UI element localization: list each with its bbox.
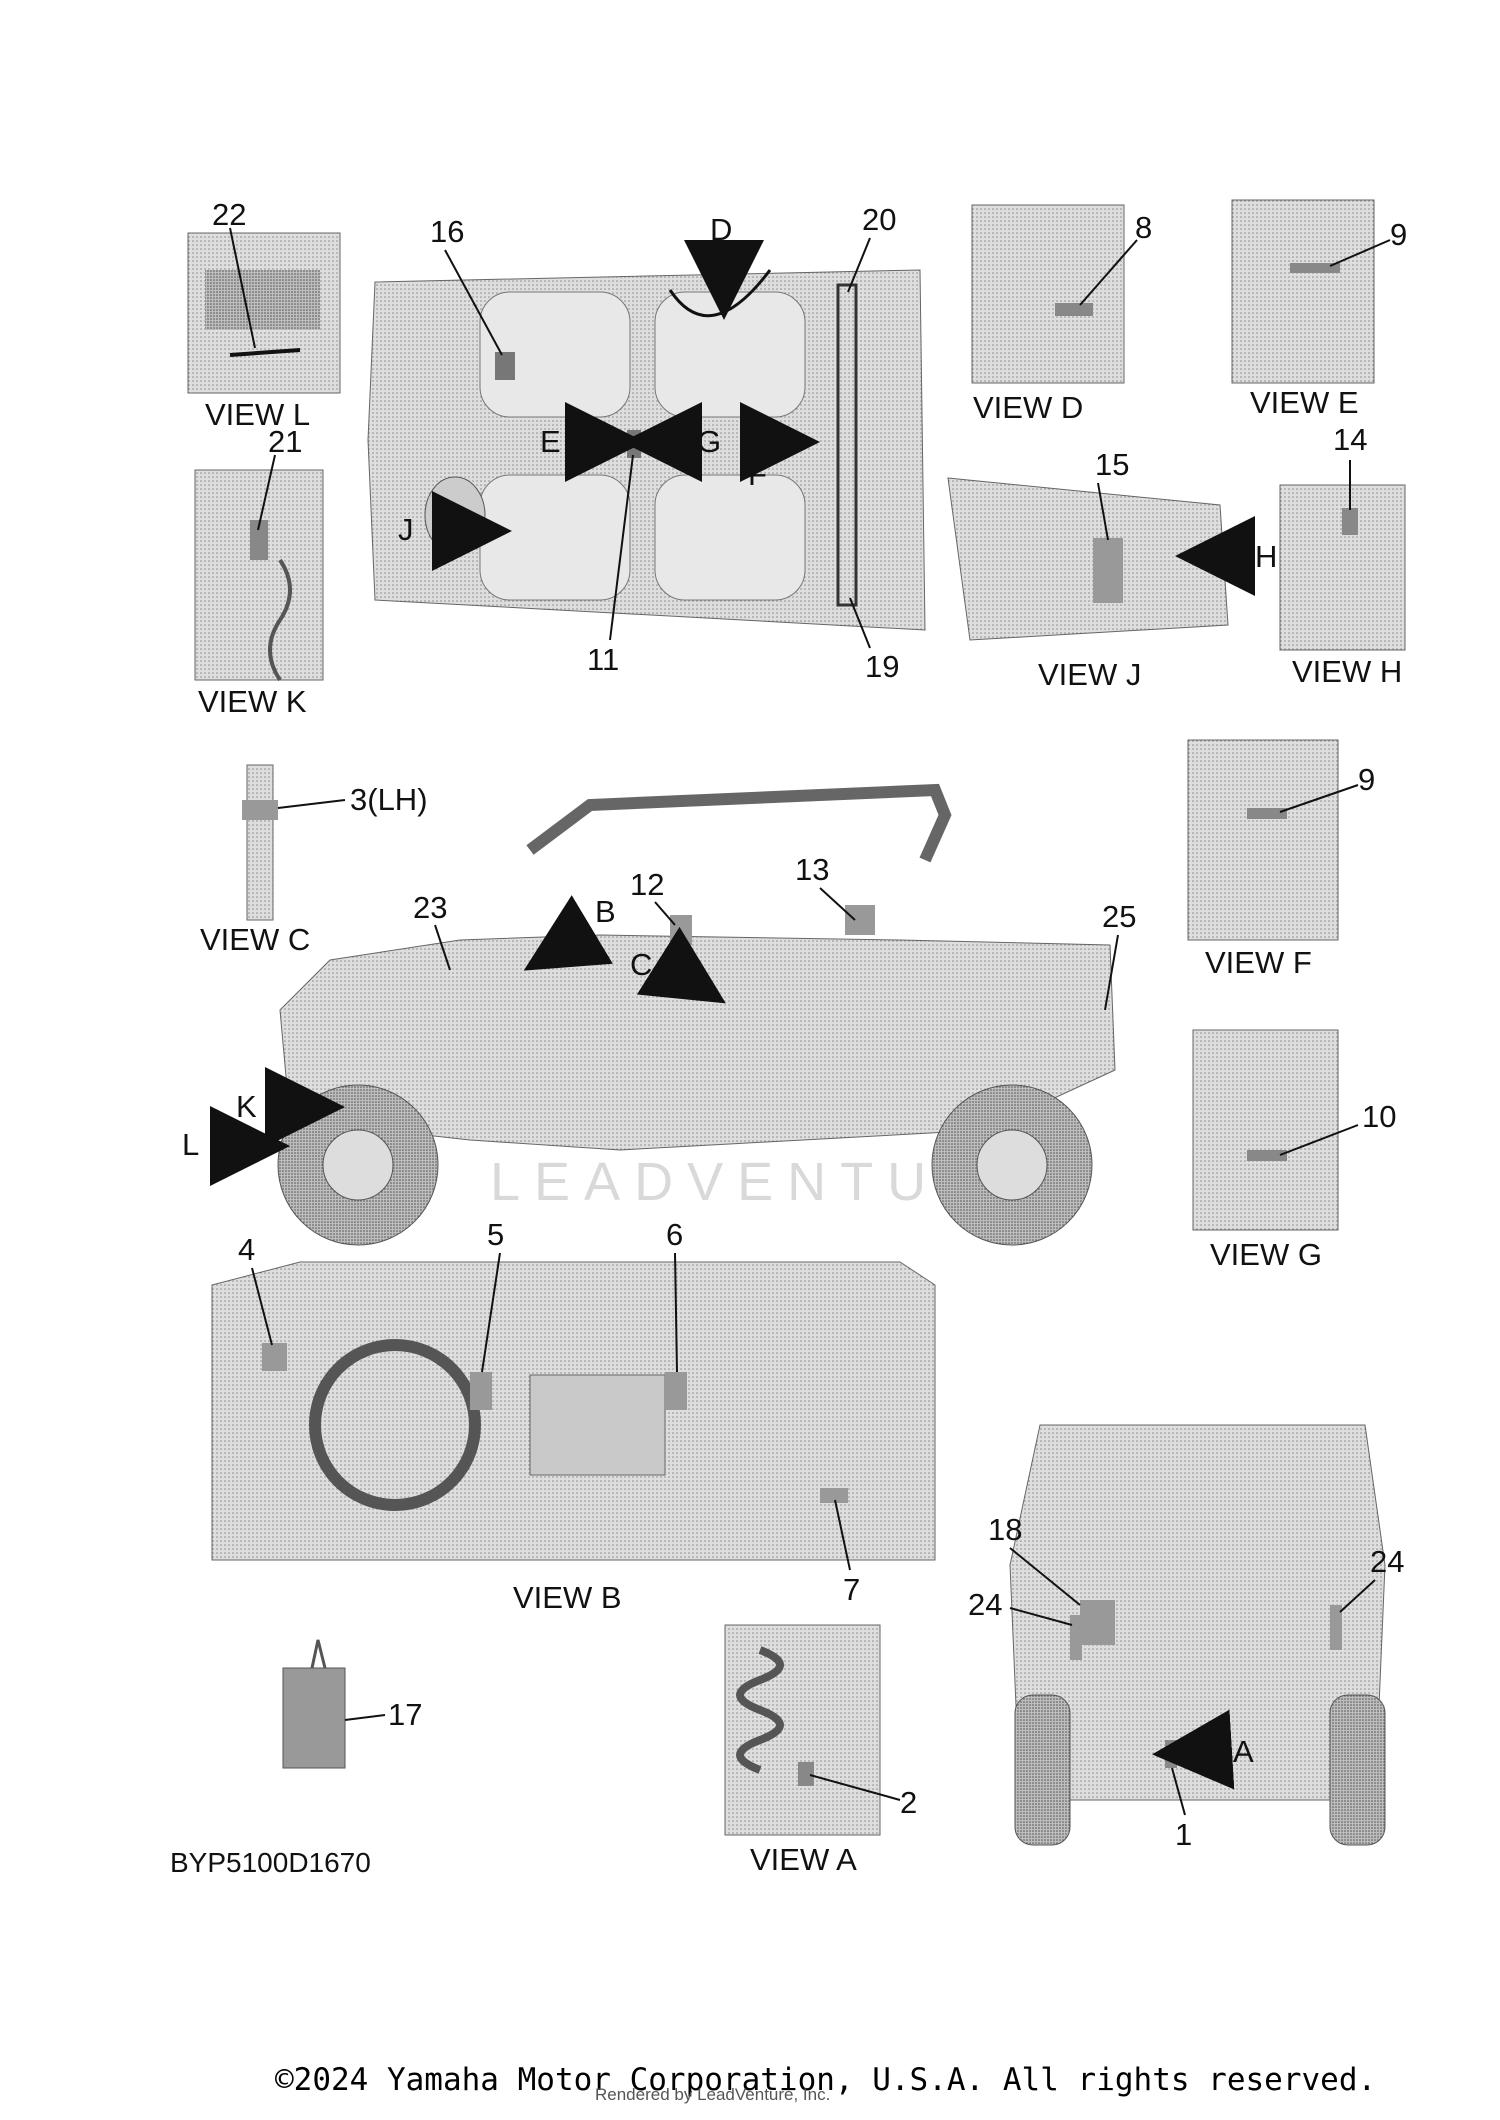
arrow-a-label: A	[1233, 1734, 1254, 1769]
view-f-label: VIEW F	[1205, 945, 1312, 980]
callout-18: 18	[988, 1512, 1022, 1547]
view-e-label: VIEW E	[1250, 385, 1359, 420]
callout-5: 5	[487, 1217, 504, 1252]
callout-4: 4	[238, 1232, 255, 1267]
side-view-vehicle: 23 B 12 13 C 25 K L	[182, 783, 1136, 1246]
view-k-label: VIEW K	[198, 684, 307, 719]
view-e-panel: 9 VIEW E	[1231, 199, 1407, 420]
callout-13: 13	[795, 852, 829, 887]
callout-16: 16	[430, 214, 464, 249]
arrow-d-label: D	[710, 212, 732, 247]
view-j-panel: 15 H VIEW J	[947, 447, 1277, 692]
view-k-panel: 21 VIEW K	[194, 424, 324, 719]
top-view-vehicle: 16 D 20 E G F J 11 19	[367, 202, 926, 684]
view-c-panel: 3(LH) VIEW C	[200, 764, 428, 957]
callout-9-top: 9	[1390, 217, 1407, 252]
arrow-b-label: B	[595, 894, 616, 929]
callout-19: 19	[865, 649, 899, 684]
view-a-panel: 2 VIEW A	[724, 1624, 917, 1877]
arrow-g-label: G	[697, 424, 721, 459]
callout-20: 20	[862, 202, 896, 237]
view-l-label: VIEW L	[205, 397, 310, 432]
callout-9-bottom: 9	[1358, 762, 1375, 797]
arrow-j-label: J	[398, 512, 414, 547]
view-g-label: VIEW G	[1210, 1237, 1322, 1272]
view-j-label: VIEW J	[1038, 657, 1141, 692]
copyright-notice: ©2024 Yamaha Motor Corporation, U.S.A. A…	[275, 2062, 1377, 2098]
view-b-panel: 4 5 6 7 VIEW B	[211, 1217, 936, 1615]
view-a-label: VIEW A	[750, 1842, 857, 1877]
rendered-by-notice: Rendered by LeadVenture, Inc.	[595, 2085, 831, 2104]
callout-25: 25	[1102, 899, 1136, 934]
arrow-e-label: E	[540, 424, 561, 459]
view-l-panel: 22 VIEW L	[187, 197, 341, 432]
arrow-h-label: H	[1255, 539, 1277, 574]
callout-17: 17	[388, 1697, 422, 1732]
hang-tag-17: 17	[282, 1639, 422, 1769]
callout-12: 12	[630, 867, 664, 902]
callout-3-lh: 3(LH)	[350, 782, 428, 817]
rear-view-vehicle: 18 24 24 A 1	[968, 1424, 1404, 1852]
callout-24-right: 24	[1370, 1544, 1404, 1579]
view-g-panel: 10 VIEW G	[1192, 1029, 1396, 1272]
callout-1: 1	[1175, 1817, 1192, 1852]
callout-11: 11	[587, 642, 619, 677]
view-d-label: VIEW D	[973, 390, 1083, 425]
view-h-panel: 14 VIEW H	[1279, 422, 1406, 689]
callout-22: 22	[212, 197, 246, 232]
callout-10: 10	[1362, 1099, 1396, 1134]
view-h-label: VIEW H	[1292, 654, 1402, 689]
callout-24-left: 24	[968, 1587, 1002, 1622]
callout-8: 8	[1135, 210, 1152, 245]
callout-7: 7	[843, 1572, 860, 1607]
view-b-label: VIEW B	[513, 1580, 622, 1615]
view-c-label: VIEW C	[200, 922, 310, 957]
callout-6: 6	[666, 1217, 683, 1252]
arrow-c-label: C	[630, 947, 652, 982]
arrow-k-label: K	[236, 1089, 257, 1124]
callout-21: 21	[268, 424, 302, 459]
callout-15: 15	[1095, 447, 1129, 482]
callout-23: 23	[413, 890, 447, 925]
view-f-panel: 9 VIEW F	[1187, 739, 1375, 980]
arrow-l-label: L	[182, 1127, 199, 1162]
view-d-panel: 8 VIEW D	[971, 204, 1152, 425]
arrow-f-label: F	[748, 457, 767, 492]
diagram-code: BYP5100D1670	[170, 1847, 371, 1878]
callout-2: 2	[900, 1785, 917, 1820]
callout-14: 14	[1333, 422, 1367, 457]
